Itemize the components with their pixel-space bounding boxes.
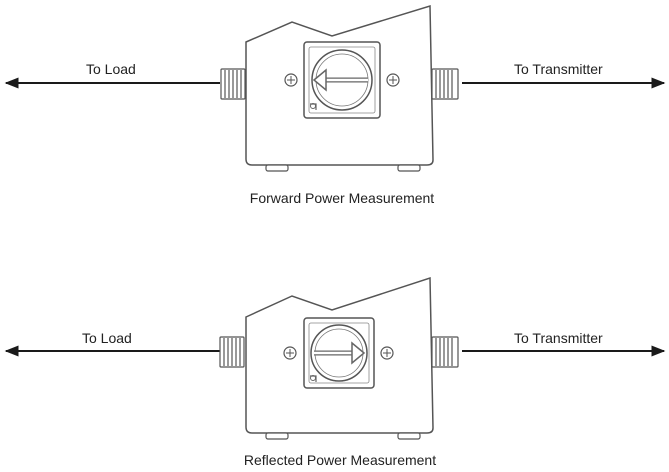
reflected-foot-left — [265, 432, 289, 440]
reflected-right-connector — [431, 336, 459, 368]
forward-left-connector — [220, 68, 246, 100]
forward-caption: Forward Power Measurement — [249, 190, 435, 206]
reflected-screw-right-icon — [380, 346, 394, 360]
reflected-to-load-label: To Load — [82, 330, 132, 346]
forward-screw-right-icon — [386, 73, 400, 87]
forward-foot-left — [265, 164, 289, 172]
forward-diagram — [4, 4, 666, 172]
forward-to-transmitter-label: To Transmitter — [514, 61, 603, 77]
reflected-foot-right — [397, 432, 421, 440]
reflected-to-transmitter-label: To Transmitter — [514, 330, 603, 346]
forward-screw-left-icon — [284, 73, 298, 87]
reflected-left-connector — [219, 336, 245, 368]
reflected-diagram — [4, 276, 666, 440]
forward-to-load-label: To Load — [86, 61, 136, 77]
forward-direction-arrow-icon — [312, 68, 368, 92]
forward-foot-right — [397, 164, 421, 172]
reflected-caption: Reflected Power Measurement — [243, 452, 437, 468]
reflected-direction-arrow-icon — [314, 341, 366, 365]
forward-right-connector — [431, 68, 459, 100]
reflected-screw-left-icon — [283, 346, 297, 360]
